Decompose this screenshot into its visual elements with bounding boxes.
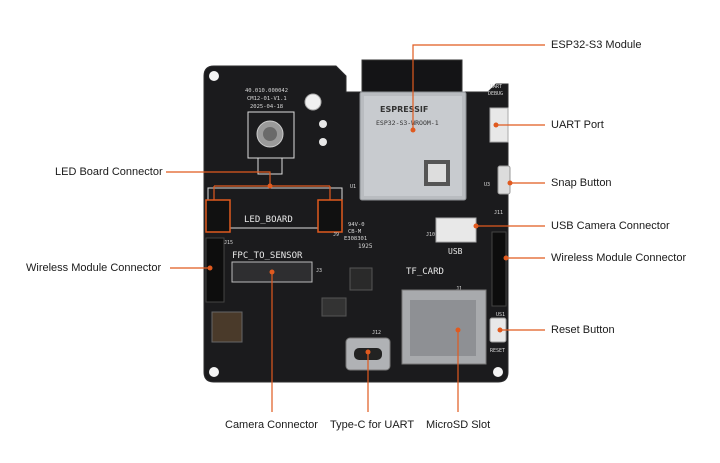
via-hole: [319, 120, 327, 128]
module-qr-inner: [428, 164, 446, 182]
tf-card-label: TF_CARD: [406, 267, 444, 277]
mounting-hole: [493, 367, 503, 377]
mounting-hole: [209, 71, 219, 81]
ref-j12: J12: [372, 330, 381, 336]
mounting-hole: [304, 93, 322, 111]
wireless-header-left: [205, 237, 225, 303]
led-board-label: LED_BOARD: [244, 215, 293, 225]
ref-j15: J15: [224, 240, 233, 246]
callout-typec-uart: Type-C for UART: [330, 419, 415, 431]
lot-code: 1925: [358, 243, 373, 250]
led-connector-left: [205, 199, 231, 233]
leader-lines: [166, 44, 545, 412]
uart-debug-label-1: UART: [490, 84, 502, 90]
wireless-header-right: [491, 231, 507, 307]
leader-esp32: [412, 44, 545, 130]
ref-j3: J3: [316, 268, 322, 274]
callout-wireless-module-right: Wireless Module Connector: [551, 252, 687, 264]
callout-esp32-module: ESP32-S3 Module: [551, 39, 642, 51]
reset-label: RESET: [490, 348, 505, 354]
cert-cbm: CB-M: [348, 229, 362, 235]
callout-reset-button: Reset Button: [551, 324, 615, 336]
board-date: 2025-04-18: [250, 104, 283, 110]
snap-button: [497, 165, 511, 195]
ref-u1: U1: [350, 184, 356, 190]
ref-j11: J11: [494, 210, 503, 216]
usb-camera-connector: [435, 217, 477, 243]
callout-usb-camera-connector: USB Camera Connector: [551, 220, 670, 232]
cert-94v0: 94V-0: [348, 222, 365, 228]
usb-label: USB: [448, 247, 463, 256]
esp32-module-antenna: [361, 59, 463, 97]
inductor-component: [211, 311, 243, 343]
camera-lens-inner: [263, 127, 277, 141]
board-rev: CM12-01-V1.1: [247, 96, 287, 102]
module-brand: ESPRESSIF: [380, 105, 428, 114]
callout-wireless-module-left: Wireless Module Connector: [26, 262, 162, 274]
led-connector-right: [317, 199, 343, 233]
via-hole: [319, 138, 327, 146]
callout-microsd-slot: MicroSD Slot: [426, 419, 491, 431]
ref-j9: J9: [333, 232, 339, 238]
ic-component: [321, 297, 347, 317]
module-name: ESP32-S3-WROOM-1: [376, 119, 439, 127]
leader-led-board-drops: [213, 186, 331, 200]
cert-e308301: E308301: [344, 236, 367, 242]
uart-debug-label-2: DEBUG: [488, 91, 503, 97]
ref-us1: US1: [496, 312, 505, 318]
ref-j1: J1: [456, 286, 462, 292]
ref-j10: J10: [426, 232, 435, 238]
callout-led-board-connector: LED Board Connector: [55, 166, 163, 178]
callout-snap-button: Snap Button: [551, 177, 612, 189]
mounting-hole: [209, 367, 219, 377]
callout-camera-connector: Camera Connector: [225, 419, 318, 431]
ref-u3: U3: [484, 182, 490, 188]
board-id: 40.010.000042: [245, 88, 288, 94]
callout-uart-port: UART Port: [551, 119, 604, 131]
ic-component: [349, 267, 373, 291]
microsd-slot-inner: [410, 300, 476, 356]
fpc-label: FPC_TO_SENSOR: [232, 251, 303, 261]
leader-dots: [207, 122, 513, 355]
